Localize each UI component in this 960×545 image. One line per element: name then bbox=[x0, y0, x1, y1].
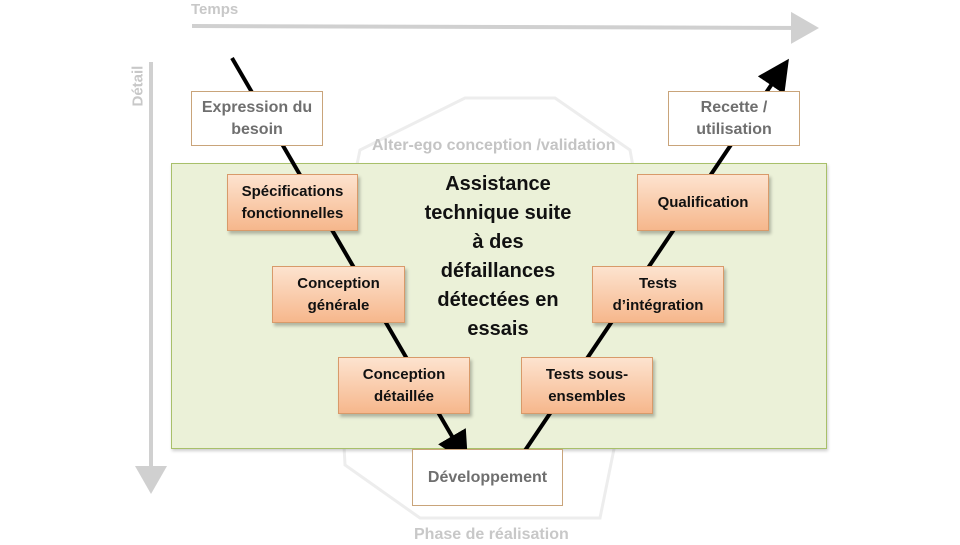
assistance-line-1: Assistance bbox=[445, 173, 551, 195]
expression-besoin-box: Expression du besoin bbox=[191, 91, 323, 146]
expression-line-1: Expression du bbox=[201, 98, 313, 116]
tests-sous-ensembles-box: Tests sous- ensembles bbox=[521, 357, 653, 414]
recette-box: Recette / utilisation bbox=[668, 91, 800, 146]
conception-generale-box: Conception générale bbox=[272, 266, 405, 323]
assistance-text: Assistance technique suite à des défaill… bbox=[398, 170, 598, 344]
developpement-line-1: Développement bbox=[427, 468, 548, 486]
time-axis-label: Temps bbox=[191, 1, 239, 18]
specifications-line-2: fonctionnelles bbox=[241, 204, 344, 222]
expression-line-2: besoin bbox=[231, 120, 283, 138]
specifications-box: Spécifications fonctionnelles bbox=[227, 174, 358, 231]
conception-generale-line-1: Conception bbox=[297, 274, 380, 292]
tests-integration-box: Tests d’intégration bbox=[592, 266, 724, 323]
tests-integration-line-2: d’intégration bbox=[612, 296, 704, 314]
developpement-box: Développement bbox=[412, 449, 563, 506]
qualification-line-1: Qualification bbox=[657, 193, 749, 211]
time-axis-arrow bbox=[191, 11, 819, 44]
qualification-box: Qualification bbox=[637, 174, 769, 231]
recette-line-2: utilisation bbox=[696, 120, 772, 138]
tests-sous-ensembles-line-2: ensembles bbox=[548, 387, 626, 405]
assistance-line-2: technique suite bbox=[424, 202, 572, 224]
assistance-line-3: à des bbox=[472, 231, 524, 253]
conception-generale-line-2: générale bbox=[307, 296, 370, 314]
alter-ego-label: Alter-ego conception /validation bbox=[372, 137, 616, 154]
conception-detaillee-box: Conception détaillée bbox=[338, 357, 470, 414]
phase-label: Phase de réalisation bbox=[414, 526, 569, 543]
conception-detaillee-line-1: Conception bbox=[362, 365, 446, 383]
assistance-line-6: essais bbox=[467, 318, 529, 340]
tests-integration-line-1: Tests bbox=[638, 274, 678, 292]
specifications-line-1: Spécifications bbox=[241, 182, 344, 200]
conception-detaillee-line-2: détaillée bbox=[373, 387, 435, 405]
recette-line-1: Recette / bbox=[700, 98, 768, 116]
assistance-line-4: défaillances bbox=[440, 260, 556, 282]
assistance-line-5: détectées en bbox=[437, 289, 559, 311]
tests-sous-ensembles-line-1: Tests sous- bbox=[545, 365, 629, 383]
